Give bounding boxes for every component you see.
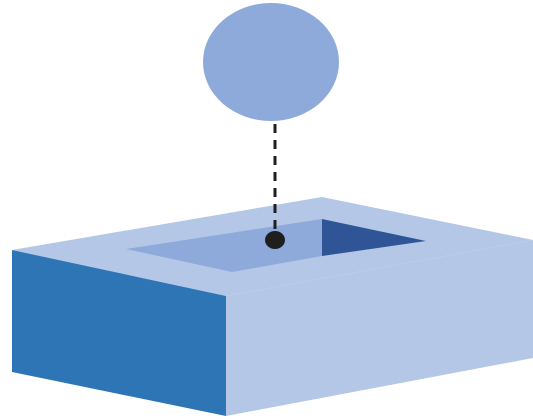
box-front-right-face [226,240,533,416]
recess-wall [322,219,426,256]
floating-sphere [203,3,339,121]
box-front-left-face [12,250,226,416]
drop-point [265,231,285,249]
